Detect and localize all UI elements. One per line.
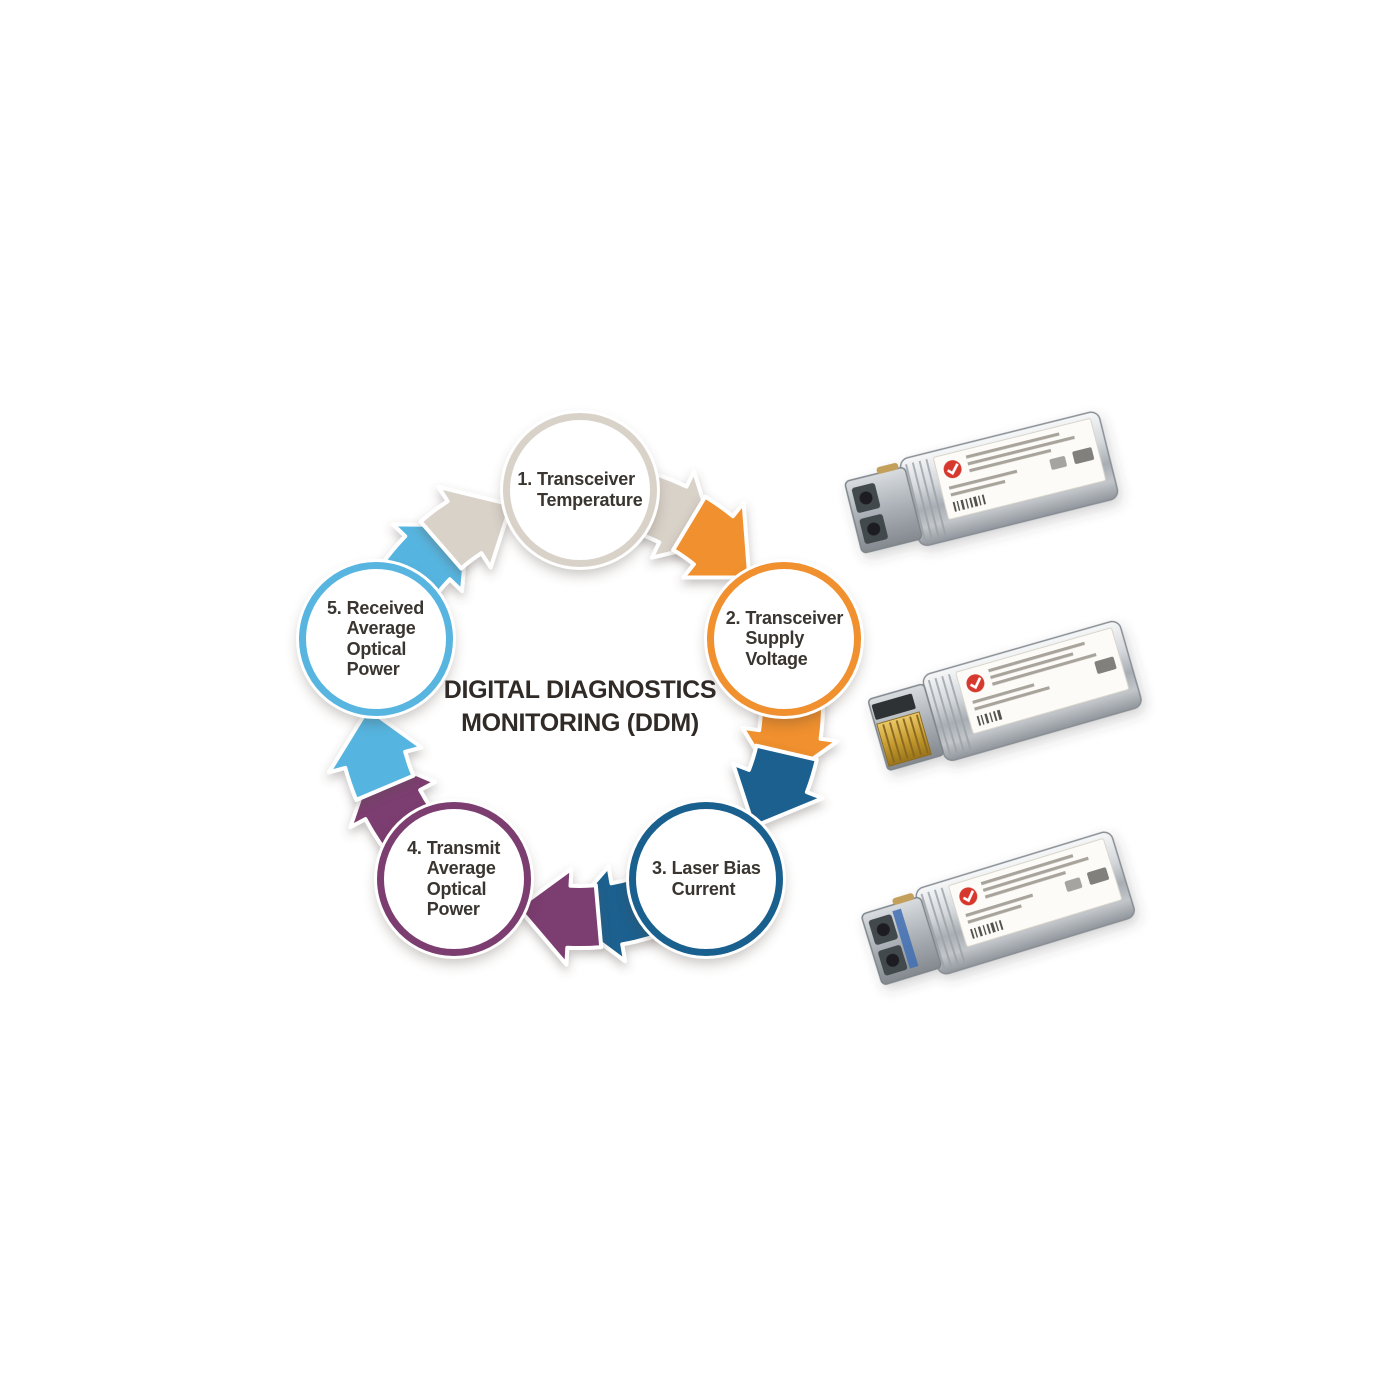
node-number: 4.	[407, 837, 422, 858]
cycle-node-received-average-optical-power: 5. Received Average Optical Power	[298, 561, 453, 716]
node-text: Transceiver Supply Voltage	[745, 607, 844, 669]
node-label: 2. Transceiver Supply Voltage	[726, 608, 844, 670]
cycle-node-transceiver-temperature: 1. Transceiver Temperature	[503, 413, 657, 567]
arrow-1-to-2-head	[671, 494, 752, 580]
sfp-fiber-transceiver-photo-top	[841, 409, 1121, 563]
cycle-node-transceiver-supply-voltage: 2. Transceiver Supply Voltage	[707, 561, 862, 716]
diagram-title: DIGITAL DIAGNOSTICS MONITORING (DDM)	[443, 676, 717, 737]
arrow-4-to-5-head	[326, 706, 424, 802]
node-text: Transmit Average Optical Power	[426, 837, 501, 920]
node-label: 1. Transceiver Temperature	[517, 469, 642, 510]
node-label: 4. Transmit Average Optical Power	[407, 838, 500, 920]
node-number: 5.	[326, 597, 342, 618]
node-label: 3. Laser Bias Current	[652, 858, 761, 899]
node-text: Received Average Optical Power	[346, 597, 425, 680]
blue-connector-accent	[892, 908, 919, 969]
arrow-5-to-1-head	[418, 484, 513, 571]
node-number: 2.	[725, 607, 741, 628]
sfp-fiber-transceiver-photo-bottom	[857, 828, 1138, 995]
cycle-node-transmit-average-optical-power: 4. Transmit Average Optical Power	[376, 801, 531, 956]
node-label: 5. Received Average Optical Power	[327, 598, 424, 680]
arrow-2-to-3-head	[731, 743, 825, 829]
node-number: 3.	[652, 858, 667, 879]
node-number: 1.	[517, 469, 533, 490]
arrow-3-to-4-head	[516, 866, 604, 967]
sfp-copper-rj45-transceiver-photo-middle	[864, 618, 1145, 780]
cycle-node-laser-bias-current: 3. Laser Bias Current	[629, 801, 784, 956]
node-text: Transceiver Temperature	[537, 469, 643, 510]
node-text: Laser Bias Current	[671, 858, 761, 899]
